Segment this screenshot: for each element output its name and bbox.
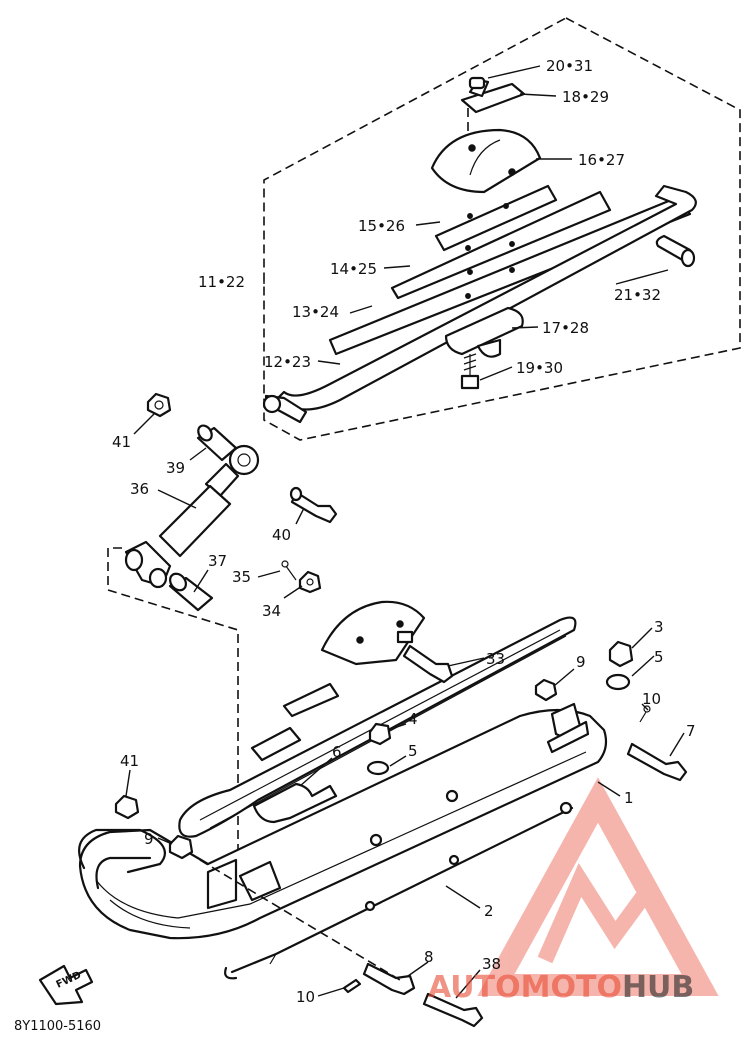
callout-9-right: 9: [576, 653, 586, 671]
callout-11-22: 11•22: [198, 273, 245, 291]
spring-assembly-boundary: [263, 17, 741, 441]
callout-15-26: 15•26: [358, 217, 405, 235]
callout-20-31: 20•31: [546, 57, 593, 75]
callout-1: 1: [624, 789, 634, 807]
callout-19-30: 19•30: [516, 359, 563, 377]
callout-41-low: 41: [120, 752, 139, 770]
callout-2: 2: [484, 902, 494, 920]
watermark-part2: HUB: [621, 970, 695, 1005]
callout-33: 33: [486, 650, 505, 668]
callout-10-bottom: 10: [296, 988, 315, 1006]
callout-6: 6: [332, 743, 342, 761]
callout-13-24: 13•24: [292, 303, 339, 321]
callout-12-23: 12•23: [264, 353, 311, 371]
callout-38: 38: [482, 955, 501, 973]
callout-35: 35: [232, 568, 251, 586]
callout-7: 7: [686, 722, 696, 740]
callout-16-27: 16•27: [578, 151, 625, 169]
fwd-arrow: FWD: [38, 964, 94, 1006]
callout-18-29: 18•29: [562, 88, 609, 106]
callout-10-right: 10: [642, 690, 661, 708]
callout-9-left: 9: [144, 830, 154, 848]
callout-34: 34: [262, 602, 281, 620]
callout-41-top: 41: [112, 433, 131, 451]
callout-4: 4: [408, 710, 418, 728]
callout-39: 39: [166, 459, 185, 477]
watermark-text: AUTOMOTOHUB: [428, 970, 694, 1005]
leaf-spring-exploded: [262, 76, 697, 424]
callout-37: 37: [208, 552, 227, 570]
leader-lines: [125, 65, 685, 999]
callout-14-25: 14•25: [330, 260, 377, 278]
watermark-part1: AUTOMOTO: [428, 970, 622, 1005]
shock-link-boundary: [107, 547, 239, 760]
shock-absorber-group: [124, 392, 338, 612]
diagram-code: 8Y1100-5160: [14, 1019, 102, 1034]
callout-5-mid: 5: [408, 742, 418, 760]
callout-21-32: 21•32: [614, 286, 661, 304]
callout-3: 3: [654, 618, 664, 636]
callout-8: 8: [424, 948, 434, 966]
watermark-logo: [477, 777, 719, 996]
callout-40: 40: [272, 526, 291, 544]
callout-5-right: 5: [654, 648, 664, 666]
callout-17-28: 17•28: [542, 319, 589, 337]
callout-labels: 20•31 18•29 16•27 15•26 14•25 11•22 13•2…: [112, 57, 696, 1006]
ski-assembly: [78, 600, 688, 1028]
callout-36: 36: [130, 480, 149, 498]
